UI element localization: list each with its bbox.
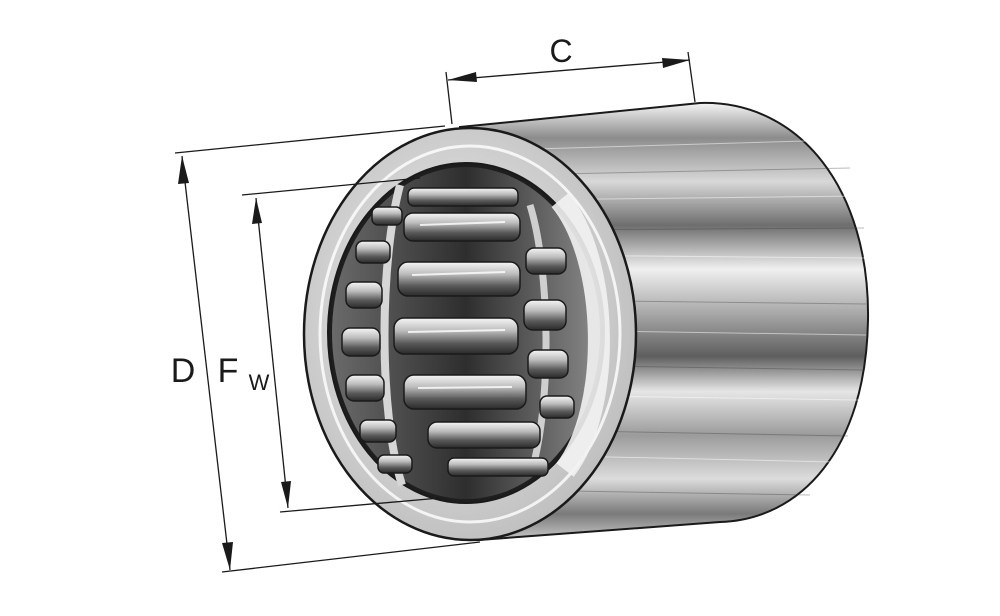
needle-rollers-middle <box>393 187 549 477</box>
roller-cage <box>332 167 610 499</box>
needle-rollers-left <box>341 206 413 474</box>
needle-rollers-right <box>523 247 575 419</box>
dimension-label-w-subscript: W <box>249 370 270 395</box>
dimension-arrows <box>178 58 690 570</box>
dimension-label-d: D <box>171 352 196 390</box>
dimension-label-f: F <box>218 352 239 390</box>
dimension-lines <box>174 51 696 573</box>
dimension-label-c: C <box>549 33 572 69</box>
